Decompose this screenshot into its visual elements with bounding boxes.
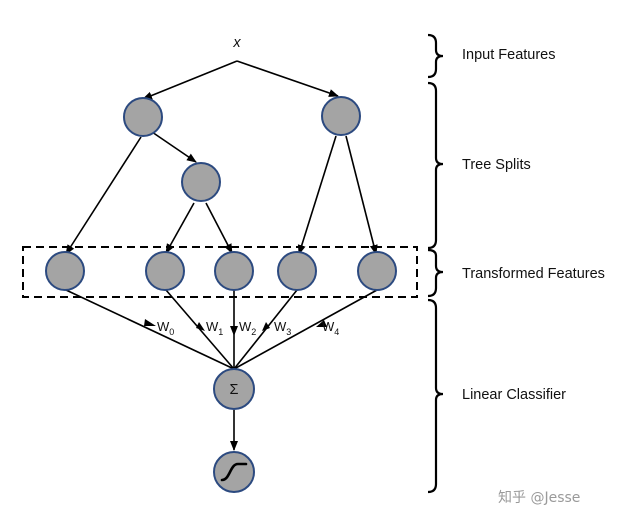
arrowhead-w0 bbox=[144, 319, 156, 326]
leaf-node-4 bbox=[277, 251, 317, 291]
arrowhead-w3 bbox=[262, 322, 270, 331]
brace-linear-classifier bbox=[427, 298, 444, 494]
edge-leaf5-sum bbox=[233, 289, 378, 370]
brace-tree-splits bbox=[427, 81, 444, 250]
edge-tree1-child-leaf2 bbox=[165, 202, 195, 254]
weight-label-4: W4 bbox=[322, 319, 339, 337]
arrowhead-w1 bbox=[196, 322, 205, 331]
brace-input-features bbox=[427, 33, 444, 79]
edge-leaf1-sum bbox=[65, 289, 235, 370]
edge-leaf2-sum bbox=[165, 289, 235, 370]
edge-tree2-root-leaf5 bbox=[345, 135, 378, 255]
stage-label-transformed-features: Transformed Features bbox=[462, 266, 605, 282]
stage-label-tree-splits: Tree Splits bbox=[462, 157, 531, 173]
weight-label-1: W1 bbox=[206, 319, 223, 337]
edge-x-left bbox=[142, 60, 238, 100]
sum-node bbox=[213, 368, 255, 410]
weight-label-2: W2 bbox=[239, 319, 256, 337]
tree1-internal-node bbox=[181, 162, 221, 202]
edge-tree1-root-leaf1 bbox=[65, 136, 142, 255]
sigmoid-output-node bbox=[213, 451, 255, 493]
leaf-node-5 bbox=[357, 251, 397, 291]
stage-label-input-features: Input Features bbox=[462, 47, 556, 63]
edge-tree2-root-leaf4 bbox=[297, 135, 337, 255]
leaf-node-1 bbox=[45, 251, 85, 291]
arrowhead-w4 bbox=[316, 320, 327, 327]
tree1-root-node bbox=[123, 97, 163, 137]
weight-label-0: W0 bbox=[157, 319, 174, 337]
brace-transformed-features bbox=[427, 248, 444, 298]
weight-label-3: W3 bbox=[274, 319, 291, 337]
sum-symbol: Σ bbox=[230, 382, 239, 398]
edge-tree1-root-child bbox=[151, 131, 197, 163]
tree2-root-node bbox=[321, 96, 361, 136]
edge-tree1-child-leaf3 bbox=[205, 202, 233, 254]
transformed-features-box bbox=[22, 246, 418, 298]
edge-x-right bbox=[236, 60, 339, 97]
leaf-node-3 bbox=[214, 251, 254, 291]
stage-label-linear-classifier: Linear Classifier bbox=[462, 387, 566, 403]
watermark-text: 知乎 @Jesse bbox=[498, 489, 580, 506]
input-x-label: x bbox=[232, 35, 241, 51]
arrowhead-w2 bbox=[230, 326, 238, 336]
sigmoid-icon bbox=[220, 462, 248, 482]
leaf-node-2 bbox=[145, 251, 185, 291]
